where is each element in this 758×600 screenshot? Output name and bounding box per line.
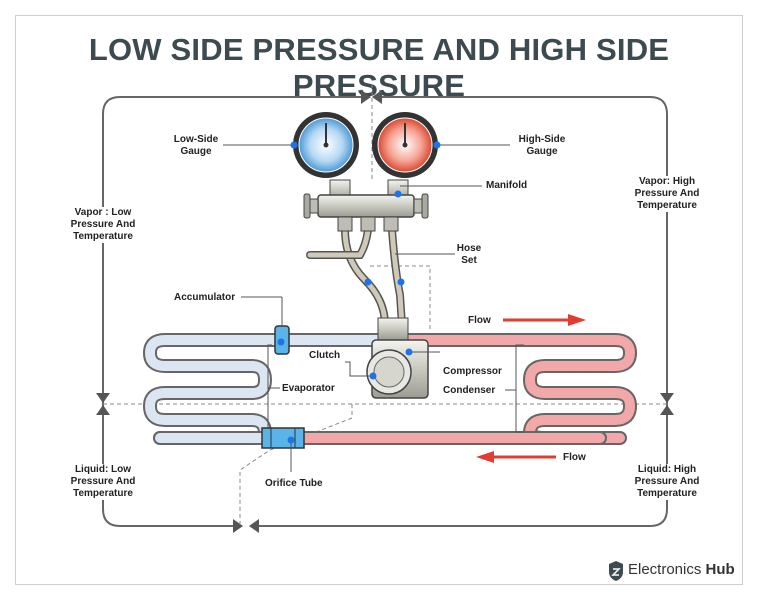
logo-text-bold: Hub bbox=[705, 561, 735, 578]
low-side-gauge bbox=[223, 112, 359, 178]
condenser-label: Condenser bbox=[443, 385, 496, 396]
hose-set bbox=[306, 226, 406, 329]
orifice-tube bbox=[261, 427, 305, 472]
pressure-loop-outline bbox=[102, 96, 668, 527]
flow-bottom-label: Flow bbox=[563, 452, 586, 463]
loop-junction-markers bbox=[96, 90, 674, 533]
flow-arrow-top bbox=[503, 314, 586, 326]
clutch-label: Clutch bbox=[309, 350, 341, 361]
evaporator-coil bbox=[143, 333, 387, 445]
orifice-tube-label: Orifice Tube bbox=[265, 478, 323, 489]
manifold-label: Manifold bbox=[486, 180, 528, 191]
dashed-divider bbox=[103, 84, 667, 526]
manifold-body bbox=[303, 179, 482, 232]
electronics-hub-logo: Electronics Hub bbox=[628, 561, 735, 578]
compressor bbox=[345, 317, 440, 399]
flow-top-label: Flow bbox=[468, 315, 491, 326]
flow-arrow-bottom bbox=[476, 451, 556, 463]
evaporator-label: Evaporator bbox=[282, 383, 335, 394]
compressor-label: Compressor bbox=[443, 366, 502, 377]
high-side-gauge bbox=[372, 112, 510, 178]
blue-markers bbox=[277, 141, 441, 444]
accumulator-label: Accumulator bbox=[174, 292, 236, 303]
logo-text: Electronics bbox=[628, 561, 702, 578]
logo-shield-icon bbox=[609, 561, 623, 581]
diagram-frame bbox=[15, 15, 743, 585]
condenser-coil bbox=[293, 333, 637, 445]
